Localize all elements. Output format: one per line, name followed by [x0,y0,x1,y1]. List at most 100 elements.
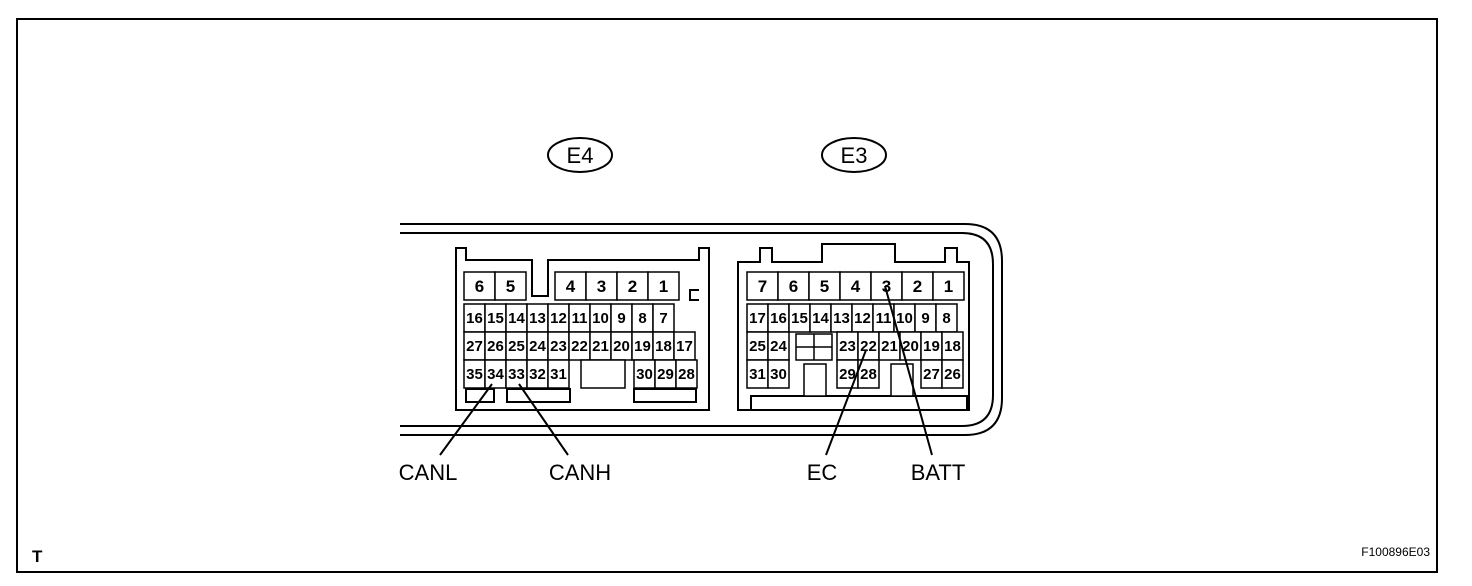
e4-pin-7: 7 [652,303,675,333]
e4-pin-35: 35 [463,359,486,389]
svg-text:16: 16 [466,310,483,327]
svg-text:17: 17 [749,310,766,327]
e3-pin-8: 8 [935,303,958,333]
e4-pin-19: 19 [631,331,654,361]
e3-pin-1: 1 [932,271,965,301]
e4-tag: E4 [547,137,613,173]
e3-pin-10: 10 [893,303,916,333]
corner-letter: T [32,547,43,566]
svg-text:35: 35 [466,366,483,383]
e3-pin-29: 29 [836,359,859,389]
svg-text:26: 26 [944,366,961,383]
e4-pin-5: 5 [494,271,527,301]
svg-text:24: 24 [529,338,546,355]
e3-pin-18: 18 [941,331,964,361]
svg-text:6: 6 [789,277,798,296]
svg-text:20: 20 [902,338,919,355]
figure-id: F100896E03 [1361,545,1430,559]
svg-text:14: 14 [508,310,525,327]
svg-text:10: 10 [896,310,913,327]
e3-pin-16: 16 [767,303,790,333]
svg-text:14: 14 [812,310,829,327]
e4-pin-16: 16 [463,303,486,333]
svg-text:19: 19 [634,338,651,355]
e3-pin-30: 30 [767,359,790,389]
e4-pin-30: 30 [633,359,656,389]
e4-pin-18: 18 [652,331,675,361]
e3-pin-11: 11 [872,303,895,333]
svg-text:8: 8 [638,310,646,327]
e3-pin-19: 19 [920,331,943,361]
e4-pin-12: 12 [547,303,570,333]
e4-pin-8: 8 [631,303,654,333]
e4-pin-27: 27 [463,331,486,361]
e3-pin-21: 21 [878,331,901,361]
e3-pin-12: 12 [851,303,874,333]
svg-text:18: 18 [655,338,672,355]
svg-text:5: 5 [506,277,515,296]
svg-text:5: 5 [820,277,829,296]
e3-pin-17: 17 [746,303,769,333]
e4-pin-32: 32 [526,359,549,389]
e4-pin-22: 22 [568,331,591,361]
e4-pin-13: 13 [526,303,549,333]
e3-key-block [795,333,914,397]
svg-text:11: 11 [572,310,588,327]
e3-pin-2: 2 [901,271,934,301]
svg-text:1: 1 [659,277,668,296]
svg-text:32: 32 [529,366,546,383]
svg-text:15: 15 [487,310,504,327]
svg-text:18: 18 [944,338,961,355]
batt-leader [884,285,933,456]
svg-text:21: 21 [592,338,609,355]
e3-pin-13: 13 [830,303,853,333]
e4-center-block [580,359,626,389]
e3-tag: E3 [821,137,887,173]
e4-pin-25: 25 [505,331,528,361]
svg-text:23: 23 [839,338,856,355]
svg-text:19: 19 [923,338,940,355]
e3-pin-24: 24 [767,331,790,361]
e4-pin-4: 4 [554,271,587,301]
e3-tag-label: E3 [841,143,868,168]
e4-pin-26: 26 [484,331,507,361]
svg-text:29: 29 [657,366,674,383]
svg-text:1: 1 [944,277,953,296]
e4-pin-31: 31 [547,359,570,389]
e4-pin-2: 2 [616,271,649,301]
e4-pin-3: 3 [585,271,618,301]
svg-text:7: 7 [758,277,767,296]
leader-lines [439,285,933,456]
e3-pin-9: 9 [914,303,937,333]
ecu-housing [400,223,1003,436]
canl-leader [439,383,493,456]
e3-pin-14: 14 [809,303,832,333]
svg-text:16: 16 [770,310,787,327]
svg-text:10: 10 [592,310,609,327]
svg-text:23: 23 [550,338,567,355]
svg-text:4: 4 [566,277,576,296]
e4-pin-11: 11 [568,303,591,333]
svg-text:25: 25 [749,338,766,355]
e3-pin-3: 3 [870,271,903,301]
e4-pin-33: 33 [505,359,528,389]
svg-text:11: 11 [876,310,892,327]
svg-text:22: 22 [571,338,588,355]
svg-text:9: 9 [921,310,929,327]
e3-pin-23: 23 [836,331,859,361]
e4-pin-34: 34 [484,359,507,389]
svg-text:29: 29 [839,366,856,383]
svg-text:28: 28 [860,366,877,383]
batt-label: BATT [911,460,966,485]
svg-text:9: 9 [617,310,625,327]
svg-text:3: 3 [597,277,606,296]
e3-pin-20: 20 [899,331,922,361]
svg-text:34: 34 [487,366,504,383]
e4-pin-10: 10 [589,303,612,333]
diagram-frame [16,18,1438,573]
e4-pin-29: 29 [654,359,677,389]
svg-text:6: 6 [475,277,484,296]
svg-text:27: 27 [466,338,483,355]
